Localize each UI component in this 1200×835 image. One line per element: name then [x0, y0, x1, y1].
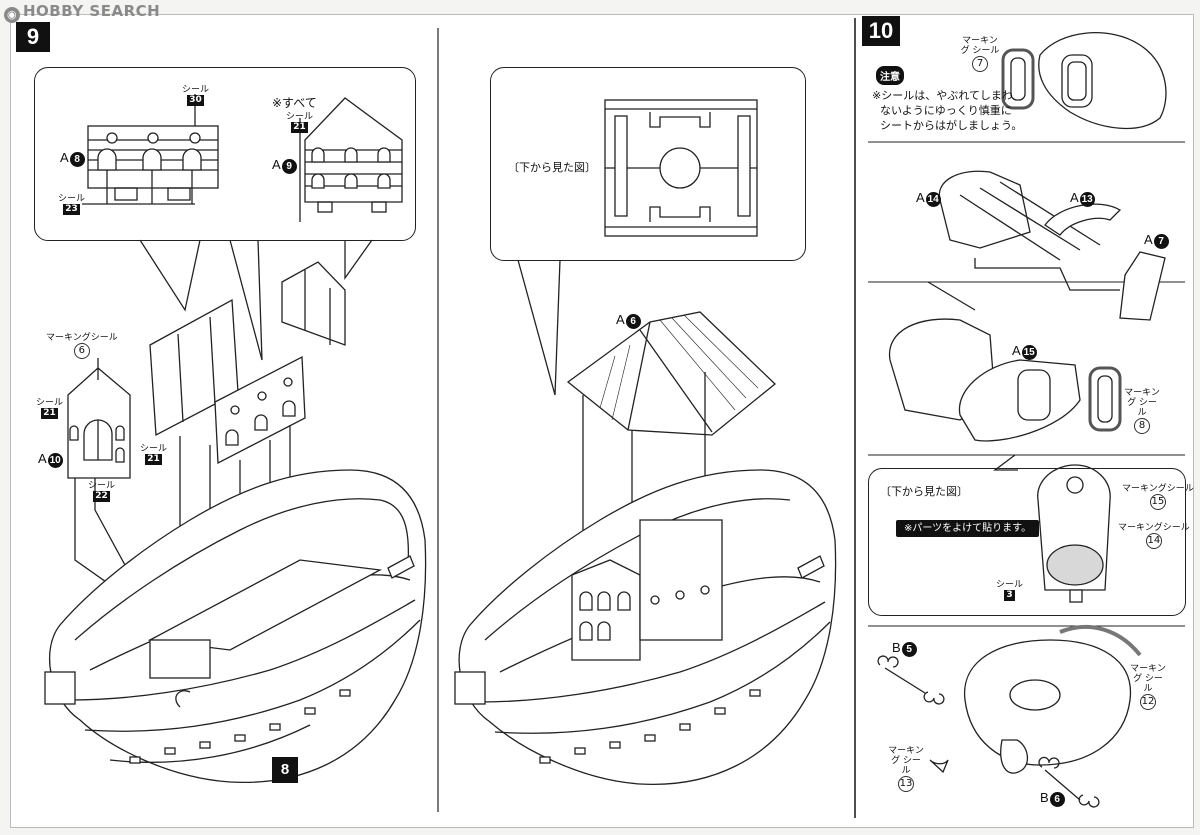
step10-bottom-view-callout [868, 468, 1186, 616]
marking-seal-14-label: マーキングシール 14 [1118, 523, 1190, 549]
avoid-parts-note: ※パーツをよけて貼ります。 [896, 520, 1040, 537]
caution-line-1: ※シールは、やぶれてしまわ [872, 89, 1013, 102]
marking-seal-15-label: マーキングシール 15 [1122, 484, 1194, 510]
step-9-badge: 9 [16, 22, 50, 52]
marking-seal-8-label: マーキング シール 8 [1124, 388, 1160, 434]
marking-seal-12-label: マーキング シール 12 [1130, 664, 1166, 710]
step9b-bottom-view-callout [490, 67, 806, 261]
watermark: ◉HOBBY SEARCH [4, 2, 160, 23]
step-8-badge: 8 [272, 757, 298, 783]
marking-seal-7-label: マーキング シール 7 [960, 36, 1000, 72]
caution-line-2: ないようにゆっくり慎重に [880, 104, 1012, 117]
seal-21-label-right: シール 21 [140, 444, 168, 465]
seal-22-label: シール 22 [88, 481, 116, 502]
hobby-search-logo-icon: ◉ [4, 7, 20, 23]
marking-seal-6-label: マーキングシール 6 [46, 333, 118, 359]
step9-detail-callout [34, 67, 416, 241]
seal-21-label-top: シール 21 [286, 112, 314, 133]
all-note: ※すべて [272, 96, 317, 110]
seal-21-label-left: シール 21 [36, 398, 64, 419]
step-10-badge: 10 [862, 16, 900, 46]
seal-30-label: シール 30 [182, 85, 210, 106]
seal-3-label: シール 3 [996, 580, 1024, 601]
caution-line-3: シートからはがしましょう。 [880, 119, 1023, 132]
bottom-view-label-step10: 〔下から見た図〕 [880, 485, 968, 498]
caution-badge: 注意 [876, 66, 904, 85]
marking-seal-13-label: マーキング シール 13 [888, 746, 924, 792]
watermark-text: HOBBY SEARCH [23, 2, 161, 20]
bottom-view-label: 〔下から見た図〕 [508, 161, 596, 174]
seal-23-label: シール 23 [58, 194, 86, 215]
